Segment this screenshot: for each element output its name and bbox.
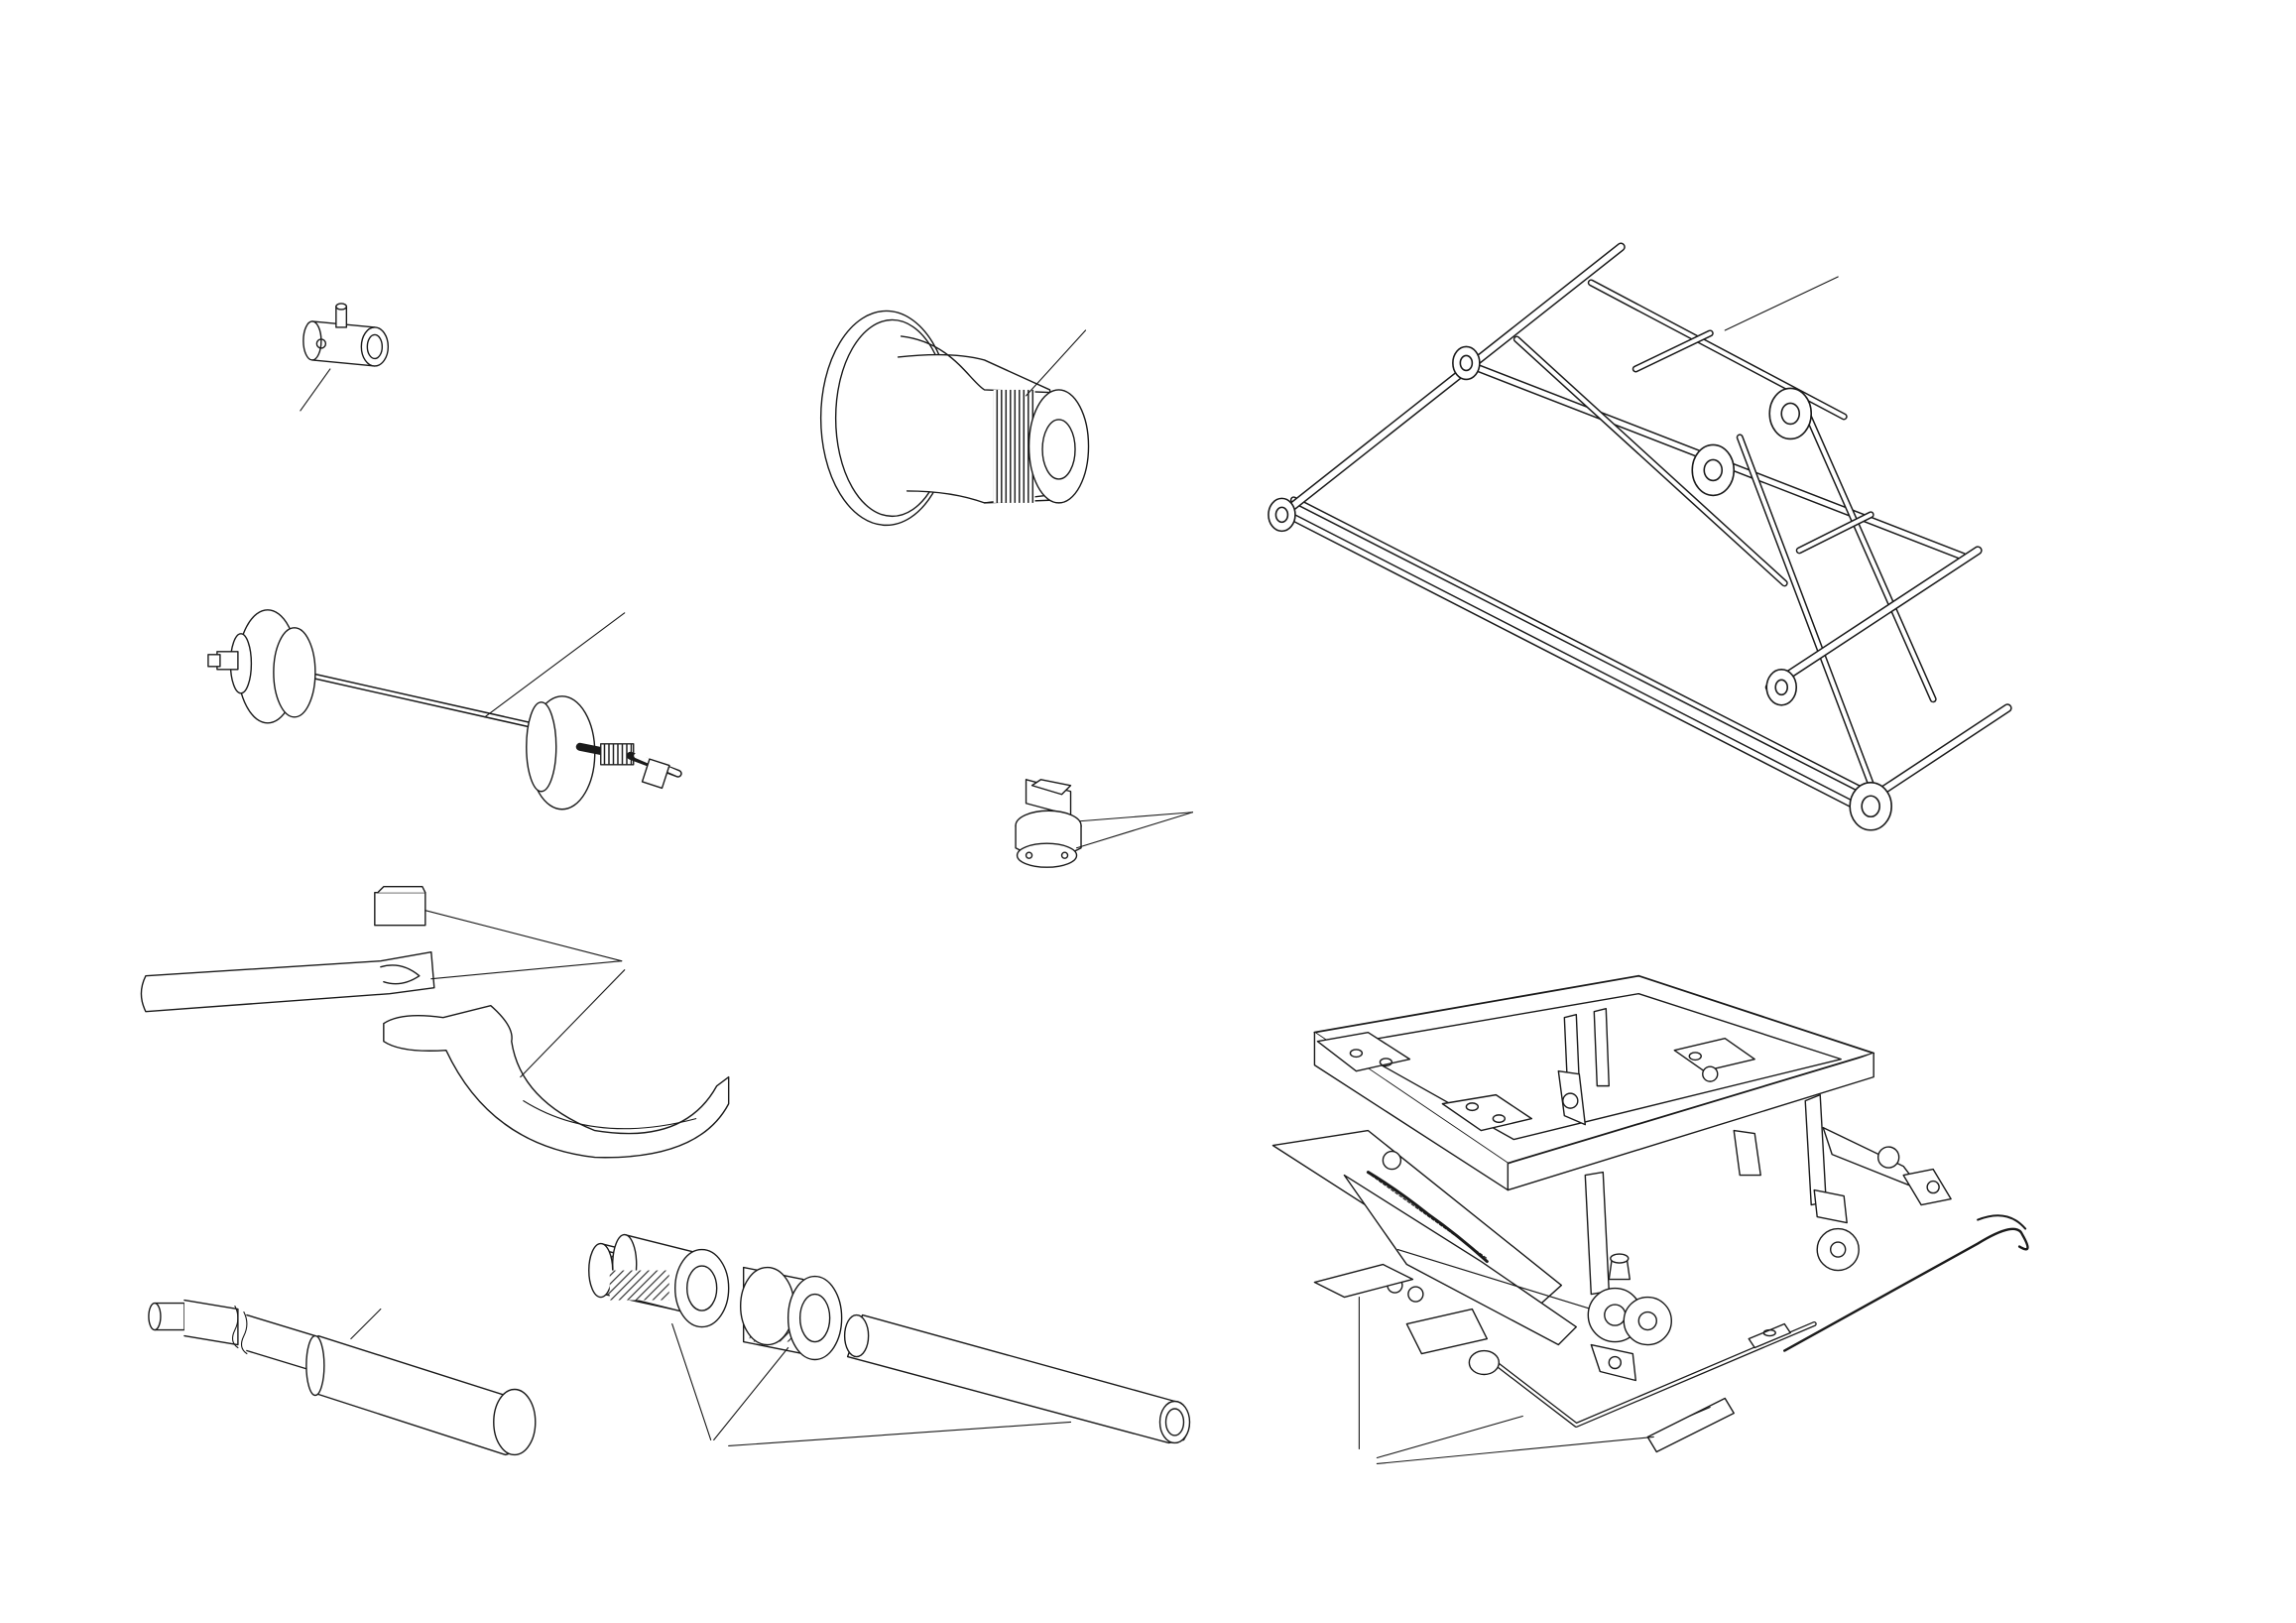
- bushing-drift: [301, 304, 388, 411]
- leader-line: [521, 970, 625, 1077]
- threaded-flange-adapter: [821, 311, 1089, 525]
- swingarm-support-frame: [1269, 247, 2007, 830]
- motorcycle-lift-stand: [1272, 976, 2027, 1464]
- pilot-drift: [149, 1301, 536, 1455]
- leader-line: [1077, 812, 1193, 848]
- leader-line: [1377, 1436, 1653, 1463]
- leader-line: [431, 961, 622, 979]
- leader-line: [1377, 1416, 1522, 1457]
- bearing-puller-rod: [208, 610, 678, 810]
- leader-line: [729, 1422, 1071, 1445]
- leader-line: [1080, 812, 1193, 821]
- leader-line: [485, 613, 625, 717]
- leader-line: [1027, 330, 1086, 396]
- leader-line: [301, 369, 330, 411]
- leader-line: [672, 1324, 711, 1440]
- leader-line: [714, 1348, 788, 1440]
- leader-line: [1725, 277, 1838, 330]
- valve-tool-pin: [1016, 780, 1192, 867]
- bearing-installer-set: [589, 1235, 1190, 1446]
- leader-line: [351, 1310, 381, 1339]
- ring-nut-wrench-set: [141, 887, 728, 1158]
- leader-line: [425, 911, 622, 961]
